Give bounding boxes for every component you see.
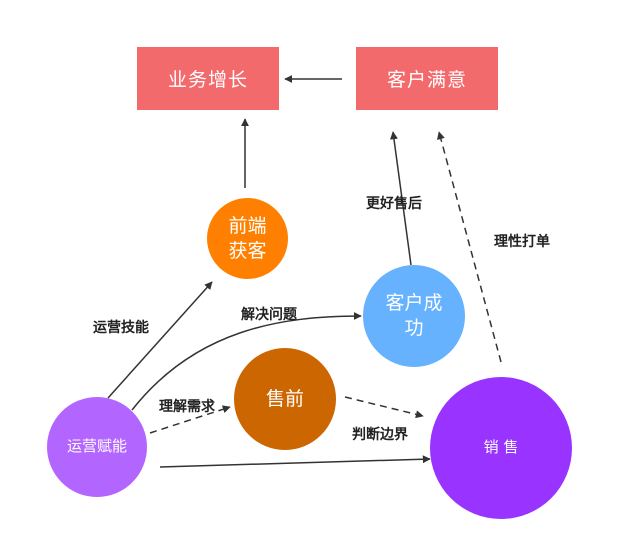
edge-presales-to-sales bbox=[344, 396, 424, 419]
edge-label-solve-problems: 解决问题 bbox=[241, 307, 297, 323]
edge-label-rational-closing: 理性打单 bbox=[494, 234, 550, 250]
node-presales: 售前 bbox=[234, 348, 336, 450]
edge-label-judge-boundaries: 判断边界 bbox=[352, 427, 408, 443]
edge-operations-to-presales bbox=[149, 405, 231, 434]
node-operations-enablement-label: 运营赋能 bbox=[66, 437, 127, 456]
edge-sales-to-satisfaction bbox=[437, 131, 502, 363]
node-frontend-acquisition-label: 前端 获客 bbox=[228, 214, 267, 262]
edge-label-operations-skills: 运营技能 bbox=[93, 320, 149, 336]
node-customer-success: 客户成 功 bbox=[363, 265, 465, 367]
node-customer-success-label: 客户成 功 bbox=[385, 292, 443, 339]
edge-label-understand-needs: 理解需求 bbox=[159, 399, 215, 415]
node-presales-label: 售前 bbox=[265, 387, 304, 410]
edge-operations-to-acquisition bbox=[107, 281, 213, 399]
node-frontend-acquisition: 前端 获客 bbox=[207, 198, 288, 279]
node-operations-enablement: 运营赋能 bbox=[47, 397, 147, 497]
edge-operations-to-sales bbox=[159, 455, 431, 468]
edge-success-to-satisfaction bbox=[390, 131, 412, 266]
node-customer-satisfaction: 客户满意 bbox=[356, 47, 498, 110]
node-business-growth: 业务增长 bbox=[137, 47, 279, 110]
edge-operations-to-success bbox=[131, 312, 362, 411]
edge-label-better-after-sales: 更好售后 bbox=[366, 196, 422, 212]
node-sales: 销 售 bbox=[430, 377, 572, 519]
node-sales-label: 销 售 bbox=[483, 438, 519, 457]
